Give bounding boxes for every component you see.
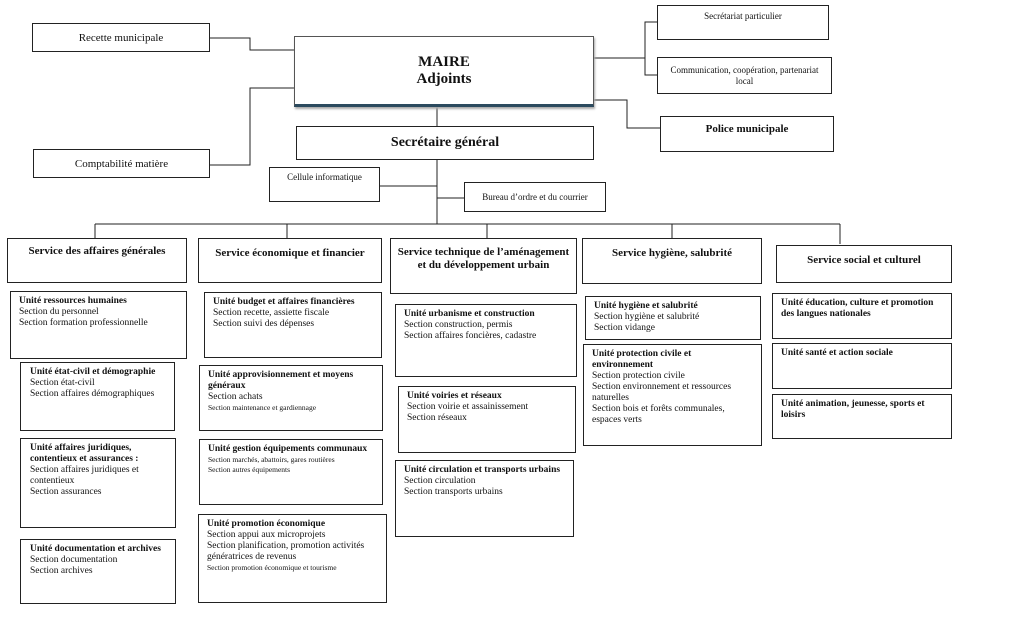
unit-section: Section transports urbains bbox=[404, 487, 503, 497]
unit-section: Section affaires juridiques et contentie… bbox=[30, 465, 139, 486]
unit-title: Unité urbanisme et construction bbox=[404, 309, 535, 319]
unit-box: Unité état-civil et démographie Section … bbox=[20, 362, 175, 431]
unit-section: Section autres équipements bbox=[208, 465, 291, 474]
unit-section: Section état-civil bbox=[30, 378, 95, 388]
unit-section: Section réseaux bbox=[407, 413, 467, 423]
unit-box: Unité approvisionnement et moyens généra… bbox=[199, 365, 383, 431]
unit-title: Unité promotion économique bbox=[207, 519, 326, 529]
service-title: Service technique de l’aménagement et du… bbox=[397, 246, 570, 271]
recette-municipale-box: Recette municipale bbox=[32, 23, 210, 52]
unit-box: Unité documentation et archives Section … bbox=[20, 539, 176, 604]
recette-municipale-label: Recette municipale bbox=[78, 31, 164, 44]
maire-label: MAIRE bbox=[418, 53, 470, 70]
unit-section: Section recette, assiette fiscale bbox=[213, 308, 330, 318]
unit-section: Section archives bbox=[30, 566, 93, 576]
service-affaires-generales: Service des affaires générales bbox=[7, 238, 187, 283]
unit-box: Unité ressources humaines Section du per… bbox=[10, 291, 187, 359]
unit-section: Section construction, permis bbox=[404, 320, 513, 330]
unit-title: Unité ressources humaines bbox=[19, 296, 127, 306]
bureau-ordre-label: Bureau d’ordre et du courrier bbox=[482, 192, 588, 202]
unit-title: Unité santé et action sociale bbox=[781, 348, 893, 358]
unit-section: Section promotion économique et tourisme bbox=[207, 563, 337, 572]
unit-title: Unité gestion équipements communaux bbox=[208, 444, 368, 454]
unit-section: Section affaires démographiques bbox=[30, 389, 155, 399]
unit-section: Section bois et forêts communales, espac… bbox=[592, 404, 725, 425]
unit-title: Unité protection civile et environnement bbox=[592, 349, 692, 370]
unit-section: Section planification, promotion activit… bbox=[207, 541, 365, 562]
unit-title: Unité voiries et réseaux bbox=[407, 391, 502, 401]
unit-section: Section hygiène et salubrité bbox=[594, 312, 700, 322]
unit-section: Section documentation bbox=[30, 555, 118, 565]
comptabilite-matiere-label: Comptabilité matière bbox=[74, 157, 169, 170]
police-municipale-label: Police municipale bbox=[705, 123, 789, 135]
unit-box: Unité hygiène et salubrité Section hygiè… bbox=[585, 296, 761, 340]
communication-box: Communication, coopération, partenariat … bbox=[657, 57, 832, 94]
unit-title: Unité affaires juridiques, contentieux e… bbox=[30, 443, 139, 464]
unit-section: Section suivi des dépenses bbox=[213, 319, 315, 329]
unit-section: Section achats bbox=[208, 392, 263, 402]
unit-title: Unité budget et affaires financières bbox=[213, 297, 355, 307]
unit-section: Section environnement et ressources natu… bbox=[592, 382, 732, 403]
unit-title: Unité circulation et transports urbains bbox=[404, 465, 561, 475]
service-technique: Service technique de l’aménagement et du… bbox=[390, 238, 577, 294]
comptabilite-matiere-box: Comptabilité matière bbox=[33, 149, 210, 178]
unit-box: Unité santé et action sociale bbox=[772, 343, 952, 389]
secretaire-general-label: Secrétaire général bbox=[390, 135, 500, 150]
unit-section: Section appui aux microprojets bbox=[207, 530, 326, 540]
unit-box: Unité voiries et réseaux Section voirie … bbox=[398, 386, 576, 453]
service-title: Service des affaires générales bbox=[28, 245, 166, 257]
unit-section: Section voirie et assainissement bbox=[407, 402, 529, 412]
unit-section: Section protection civile bbox=[592, 371, 685, 381]
unit-title: Unité approvisionnement et moyens généra… bbox=[208, 370, 354, 391]
unit-section: Section du personnel bbox=[19, 307, 99, 317]
unit-title: Unité animation, jeunesse, sports et loi… bbox=[781, 399, 925, 420]
unit-box: Unité gestion équipements communaux Sect… bbox=[199, 439, 383, 505]
unit-title: Unité documentation et archives bbox=[30, 544, 161, 554]
unit-box: Unité promotion économique Section appui… bbox=[198, 514, 387, 603]
unit-box: Unité éducation, culture et promotion de… bbox=[772, 293, 952, 339]
adjoints-label: Adjoints bbox=[416, 70, 472, 87]
unit-section: Section vidange bbox=[594, 323, 655, 333]
secretaire-general-box: Secrétaire général bbox=[296, 126, 594, 160]
service-title: Service hygiène, salubrité bbox=[611, 247, 733, 259]
unit-section: Section assurances bbox=[30, 487, 102, 497]
communication-label: Communication, coopération, partenariat … bbox=[670, 64, 819, 86]
unit-box: Unité animation, jeunesse, sports et loi… bbox=[772, 394, 952, 439]
unit-box: Unité affaires juridiques, contentieux e… bbox=[20, 438, 176, 528]
bureau-ordre-box: Bureau d’ordre et du courrier bbox=[464, 182, 606, 212]
unit-box: Unité protection civile et environnement… bbox=[583, 344, 762, 446]
unit-section: Section marchés, abattoirs, gares routiè… bbox=[208, 455, 335, 464]
unit-box: Unité circulation et transports urbains … bbox=[395, 460, 574, 537]
unit-box: Unité urbanisme et construction Section … bbox=[395, 304, 577, 377]
secretariat-particulier-label: Secrétariat particulier bbox=[704, 11, 782, 21]
unit-title: Unité éducation, culture et promotion de… bbox=[781, 298, 934, 319]
unit-section: Section circulation bbox=[404, 476, 476, 486]
service-hygiene-salubrite: Service hygiène, salubrité bbox=[582, 238, 762, 284]
service-economique-financier: Service économique et financier bbox=[198, 238, 382, 283]
service-title: Service économique et financier bbox=[215, 247, 365, 259]
cellule-informatique-label: Cellule informatique bbox=[287, 172, 362, 182]
unit-section: Section maintenance et gardiennage bbox=[208, 403, 317, 412]
unit-title: Unité état-civil et démographie bbox=[30, 367, 156, 377]
unit-box: Unité budget et affaires financières Sec… bbox=[204, 292, 382, 358]
unit-title: Unité hygiène et salubrité bbox=[594, 301, 698, 311]
unit-section: Section formation professionnelle bbox=[19, 318, 148, 328]
service-title: Service social et culturel bbox=[807, 254, 921, 266]
secretariat-particulier-box: Secrétariat particulier bbox=[657, 5, 829, 40]
cellule-informatique-box: Cellule informatique bbox=[269, 167, 380, 202]
maire-box: MAIRE Adjoints bbox=[294, 36, 594, 107]
unit-section: Section affaires foncières, cadastre bbox=[404, 331, 537, 341]
service-social-culturel: Service social et culturel bbox=[776, 245, 952, 283]
police-municipale-box: Police municipale bbox=[660, 116, 834, 152]
